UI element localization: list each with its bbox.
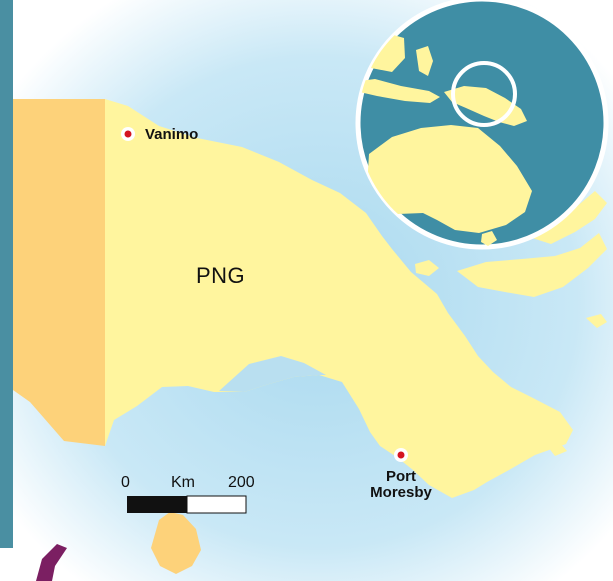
small-island-east: [586, 314, 607, 328]
small-island-southeast-b: [548, 443, 567, 456]
gulf-of-papua: [219, 356, 326, 392]
inset-australia: [367, 125, 532, 233]
scale-unit-label: Km: [171, 474, 195, 491]
southern-cape-landmass: [151, 512, 201, 574]
neighbor-landmass-west: [13, 99, 105, 446]
city-marker-icon: [121, 127, 135, 141]
city-label-vanimo: Vanimo: [145, 126, 199, 143]
inset-globe: [355, 0, 609, 250]
inset-sulawesi: [416, 46, 433, 76]
new-britain-island: [457, 233, 607, 297]
small-island-northeast: [415, 260, 439, 276]
left-panel-strip: [0, 0, 13, 548]
small-island-southeast-a: [515, 436, 543, 452]
new-ireland-island: [529, 191, 607, 244]
purple-edge-accent: [36, 544, 67, 581]
scale-bar: [127, 495, 247, 514]
scale-end-label: 200: [228, 474, 255, 491]
inset-indonesia: [358, 79, 440, 103]
country-label-png: PNG: [196, 263, 246, 288]
png-mainland: [105, 99, 573, 498]
highlight-circle-icon: [451, 61, 517, 127]
city-label-line-2: Moresby: [370, 484, 432, 501]
city-label-line-1: Port: [386, 468, 416, 485]
inset-tasmania: [481, 231, 497, 246]
scale-start-label: 0: [121, 474, 130, 491]
city-marker-icon: [394, 448, 408, 462]
city-label-port-moresby: Port Moresby: [361, 469, 441, 501]
